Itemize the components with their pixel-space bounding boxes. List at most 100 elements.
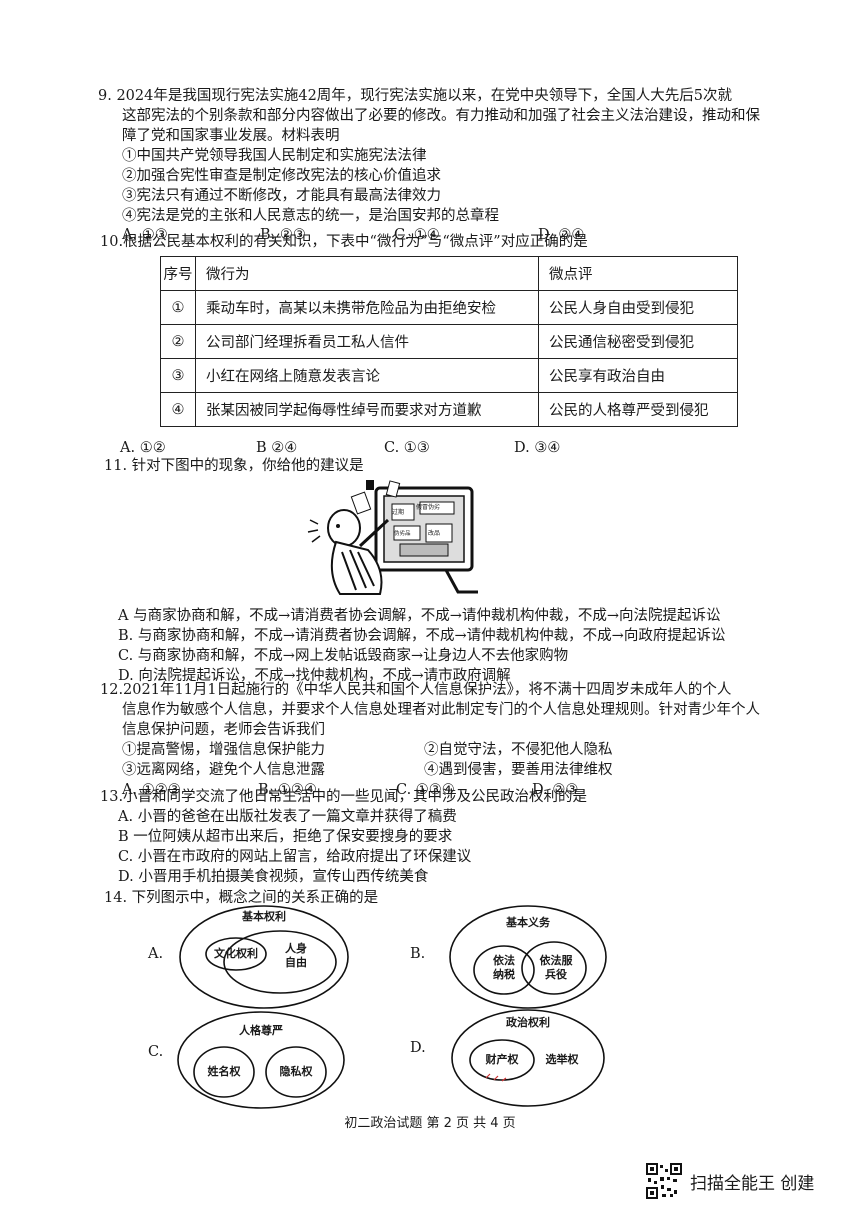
table-cell: 张某因被同学起侮辱性绰号而要求对方道歉 [195, 392, 539, 427]
venn-outer-label: 基本义务 [506, 916, 550, 929]
q11-option-d[interactable]: D. 向法院提起诉讼，不成→找仲裁机构，不成→请市政府调解 [118, 668, 511, 684]
q11-option-c[interactable]: C. 与商家协商和解，不成→网上发帖诋毁商家→让身边人不去他家购物 [118, 648, 569, 664]
table-header-cell: 微行为 [195, 256, 539, 291]
q12-choice: ①提高警惕，增强信息保护能力 [122, 742, 325, 758]
q14-option-d[interactable]: D. [410, 1040, 426, 1056]
q9-option-c[interactable]: C. ①④ [394, 227, 440, 243]
q14-option-c[interactable]: C. [148, 1044, 164, 1060]
q11-cartoon: 假冒伪劣 过期 伪劣品 改品 [296, 480, 506, 600]
venn-outer-label: 政治权利 [506, 1016, 550, 1029]
q12-choice: ②自觉守法，不侵犯他人隐私 [424, 742, 613, 758]
table-header-row: 序号 微行为 微点评 [160, 256, 738, 291]
page-footer: 初二政治试题 第 2 页 共 4 页 [344, 1116, 516, 1131]
venn-inner-label-line: 依法服 [539, 954, 573, 967]
table-cell: ③ [160, 358, 196, 393]
q10-stem: 10.根据公民基本权利的有关知识，下表中“微行为”与“微点评”对应正确的是 [100, 234, 588, 250]
venn-diagram-b: 基本义务 依法 纳税 依法服 兵役 [448, 904, 608, 1010]
q10-options: A. ①② B ②④ C. ①③ D. ③④ [120, 438, 850, 458]
table-cell: ② [160, 324, 196, 359]
venn-shapes [449, 905, 607, 1009]
cartoon-image [307, 480, 478, 595]
table-row: ③ 小红在网络上随意发表言论 公民享有政治自由 [160, 358, 738, 393]
q9-choice: ④宪法是党的主张和人民意志的统一，是治国安邦的总章程 [122, 208, 499, 224]
q10-option-d[interactable]: D. ③④ [514, 440, 561, 456]
q9-options: A. ①③ B. ②③ C. ①④ D. ②④ [100, 226, 830, 244]
venn-inner-label-line: 人身 [285, 942, 307, 955]
q13-option-c[interactable]: C. 小晋在市政府的网站上留言，给政府提出了环保建议 [118, 849, 472, 865]
q14-option-b[interactable]: B. [410, 946, 426, 962]
table-row: ① 乘动车时，高某以未携带危险品为由拒绝安检 公民人身自由受到侵犯 [160, 290, 738, 325]
venn-shapes [179, 905, 349, 1009]
table-cell: 公民人身自由受到侵犯 [538, 290, 738, 325]
q9-option-b[interactable]: B. ②③ [260, 227, 306, 243]
cartoon-text: 改品 [428, 530, 441, 537]
q14-option-a[interactable]: A. [148, 946, 164, 962]
venn-outer-label: 人格尊严 [239, 1024, 283, 1037]
venn-diagram-a: 基本权利 文化权利 人身 自由 [178, 904, 350, 1010]
q11-option-a[interactable]: A 与商家协商和解，不成→请消费者协会调解，不成→请仲裁机构仲裁，不成→向法院提… [118, 608, 721, 624]
table-cell: 公民通信秘密受到侵犯 [538, 324, 738, 359]
table-cell: ④ [160, 392, 196, 427]
venn-inner-label-line: 兵役 [545, 968, 567, 981]
table-header-cell: 序号 [160, 256, 196, 291]
watermark-text: 扫描全能王 创建 [690, 1173, 815, 1194]
q13-option-d[interactable]: D. 小晋用手机拍摄美食视频，宣传山西传统美食 [118, 869, 429, 885]
q13-option-a[interactable]: A. 小晋的爸爸在出版社发表了一篇文章并获得了稿费 [118, 809, 457, 825]
venn-inner-label: 选举权 [545, 1053, 579, 1066]
venn-inner-label-line: 自由 [285, 956, 307, 969]
table-cell: 小红在网络上随意发表言论 [195, 358, 539, 393]
q10-option-a[interactable]: A. ①② [120, 440, 166, 456]
table-cell: 公司部门经理拆看员工私人信件 [195, 324, 539, 359]
q9-line: 障了党和国家事业发展。材料表明 [122, 128, 340, 144]
q13-stem: 13.小晋和同学交流了他日常生活中的一些见闻，其中涉及公民政治权利的是 [100, 789, 588, 805]
q10-table: 序号 微行为 微点评 ① 乘动车时，高某以未携带危险品为由拒绝安检 公民人身自由… [160, 256, 738, 427]
q13-option-b[interactable]: B 一位阿姨从超市出来后，拒绝了保安要搜身的要求 [118, 829, 453, 845]
q9-choice: ③宪法只有通过不断修改，才能具有最高法律效力 [122, 188, 441, 204]
q12-choice: ③远离网络，避免个人信息泄露 [122, 762, 325, 778]
venn-inner-label-line: 依法 [493, 954, 515, 967]
cartoon-text: 假冒伪劣 [416, 504, 441, 511]
q9-option-a[interactable]: A. ①③ [122, 227, 168, 243]
table-cell: 乘动车时，高某以未携带危险品为由拒绝安检 [195, 290, 539, 325]
qr-code-icon [646, 1163, 682, 1199]
venn-inner-label: 文化权利 [214, 947, 258, 960]
venn-diagram-c: 人格尊严 姓名权 隐私权 [176, 1010, 346, 1110]
q9-choice: ②加强合宪性审查是制定修改宪法的核心价值追求 [122, 168, 441, 184]
q10-option-c[interactable]: C. ①③ [384, 440, 430, 456]
q12-choice: ④遇到侵害，要善用法律维权 [424, 762, 613, 778]
venn-diagram-d: 政治权利 财产权 选举权 [450, 1008, 606, 1108]
venn-shapes [177, 1011, 345, 1109]
table-cell: 公民的人格尊严受到侵犯 [538, 392, 738, 427]
venn-inner-label: 依法 纳税 [484, 954, 524, 982]
q12-line: 信息作为敏感个人信息，并要求个人信息处理者对此制定专门的个人信息处理规则。针对青… [122, 702, 760, 718]
venn-outer-label: 基本权利 [242, 910, 286, 923]
question-9: 9. 2024年是我国现行宪法实施42周年，现行宪法实施以来，在党中央领导下，全… [98, 86, 830, 244]
venn-inner-label: 姓名权 [207, 1065, 241, 1078]
q12-options: A. ①②③ B. ①②④ C. ①③④ D. ②③ [100, 780, 830, 800]
q12-option-a[interactable]: A. ①②③ [122, 782, 181, 798]
venn-inner-label: 依法服 兵役 [534, 954, 578, 982]
table-row: ② 公司部门经理拆看员工私人信件 公民通信秘密受到侵犯 [160, 324, 738, 359]
table-header-cell: 微点评 [538, 256, 738, 291]
table-cell: 公民享有政治自由 [538, 358, 738, 393]
q12-line: 12.2021年11月1日起施行的《中华人民共和国个人信息保护法》，将不满十四周… [100, 682, 732, 698]
cartoon-text: 伪劣品 [394, 531, 411, 537]
q12-choices-row: ①提高警惕，增强信息保护能力 ②自觉守法，不侵犯他人隐私 [100, 740, 830, 760]
q12-option-b[interactable]: B. ①②④ [258, 782, 317, 798]
table-row: ④ 张某因被同学起侮辱性绰号而要求对方道歉 公民的人格尊严受到侵犯 [160, 392, 738, 427]
scanner-watermark: 扫描全能王 创建 [646, 1163, 814, 1199]
question-14: 14. 下列图示中，概念之间的关系正确的是 [104, 888, 834, 908]
q10-option-b[interactable]: B ②④ [256, 440, 298, 456]
venn-inner-label-line: 纳税 [493, 968, 515, 981]
q12-option-d[interactable]: D. ②③ [532, 782, 579, 798]
q9-line: 9. 2024年是我国现行宪法实施42周年，现行宪法实施以来，在党中央领导下，全… [98, 88, 733, 104]
cartoon-text: 过期 [392, 509, 405, 516]
question-13: 13.小晋和同学交流了他日常生活中的一些见闻，其中涉及公民政治权利的是 A. 小… [100, 787, 830, 887]
question-10: 10.根据公民基本权利的有关知识，下表中“微行为”与“微点评”对应正确的是 [100, 232, 830, 252]
q9-option-d[interactable]: D. ②④ [538, 227, 585, 243]
question-12: 12.2021年11月1日起施行的《中华人民共和国个人信息保护法》，将不满十四周… [100, 680, 830, 800]
q11-option-b[interactable]: B. 与商家协商和解，不成→请消费者协会调解，不成→请仲裁机构仲裁，不成→向政府… [118, 628, 726, 644]
question-11: 11. 针对下图中的现象，你给他的建议是 [104, 456, 834, 476]
q12-option-c[interactable]: C. ①③④ [396, 782, 455, 798]
